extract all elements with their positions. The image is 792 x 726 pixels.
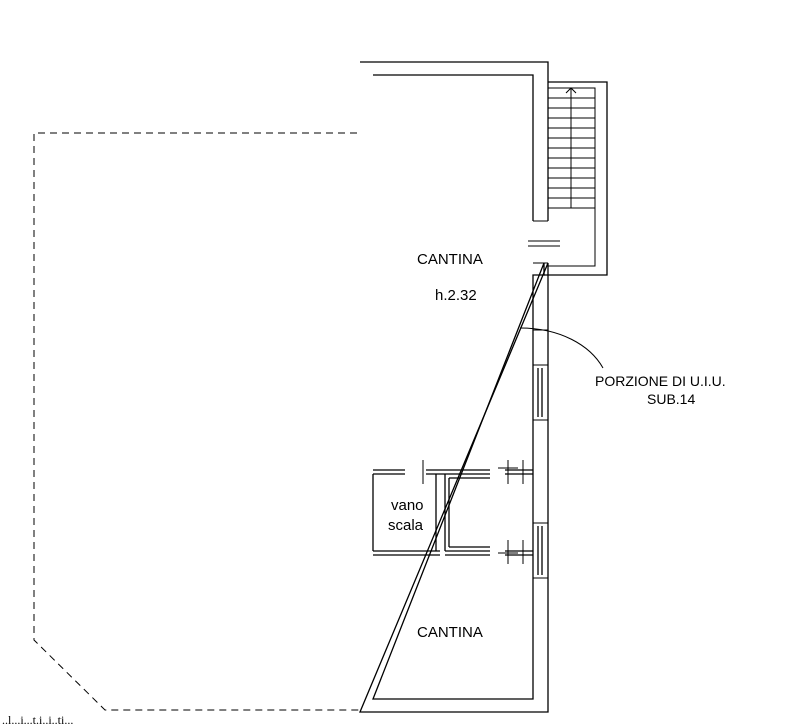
door-ticks — [422, 460, 524, 564]
room-label-scala: scala — [388, 517, 424, 534]
inner-wall — [372, 74, 545, 700]
callout-leader — [519, 327, 604, 369]
callout-line-2: SUB.14 — [647, 391, 695, 407]
wall-opening-marker — [532, 329, 549, 366]
footer-note: ..l...i...t.i..i..ti... — [2, 713, 73, 726]
partitions — [372, 469, 533, 556]
room-label-cantina-bottom: CANTINA — [417, 624, 483, 641]
outer-wall — [359, 61, 549, 713]
room-label-vano: vano — [391, 497, 424, 514]
room-height-label: h.2.32 — [435, 287, 477, 304]
property-boundary-dashed — [33, 132, 360, 711]
callout-line-1: PORZIONE DI U.I.U. — [595, 373, 726, 389]
window-lower — [532, 522, 549, 579]
room-label-cantina-top: CANTINA — [417, 251, 483, 268]
window-upper — [532, 364, 549, 421]
door-stairs — [528, 220, 560, 264]
external-staircase — [544, 81, 608, 276]
